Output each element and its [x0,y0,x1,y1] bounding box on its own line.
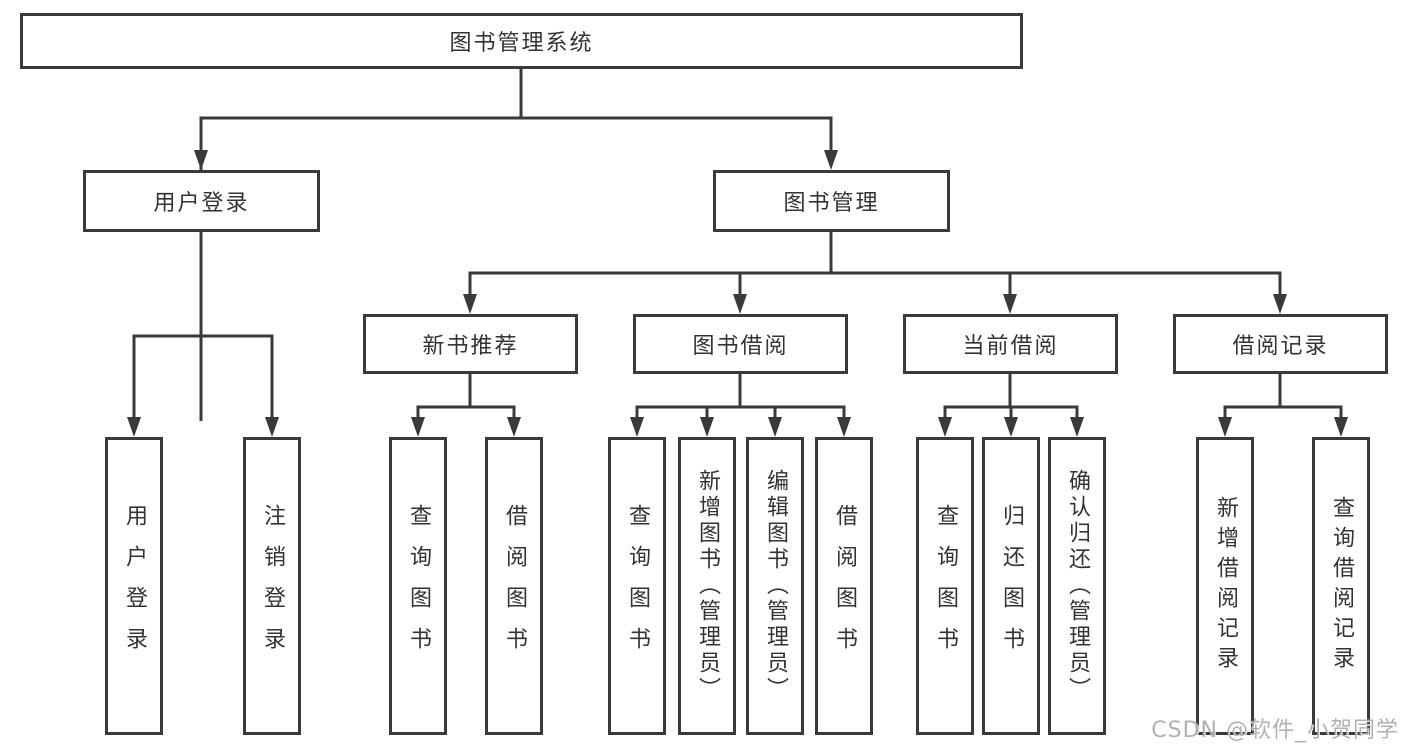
leaf-query-books-borrow: 查询图书 [608,437,666,735]
node-user-login: 用户登录 [83,170,320,232]
node-book-borrow: 图书借阅 [633,314,848,374]
leaf-label: 确认归还（管理员） [1065,469,1090,703]
leaf-query-books-recommend: 查询图书 [389,437,447,735]
leaf-query-books-current: 查询图书 [916,437,974,735]
node-new-book-recommend: 新书推荐 [363,314,578,374]
leaf-label: 归还图书 [999,504,1024,668]
leaf-borrow-books-recommend: 借阅图书 [485,437,543,735]
csdn-watermark: CSDN @软件_小贺同学 [1151,718,1399,743]
leaf-user-login: 用户登录 [105,437,163,735]
leaf-label: 查询图书 [933,504,958,668]
leaf-label: 查询图书 [406,504,431,668]
leaf-label: 新增借阅记录 [1213,496,1238,676]
node-library-management-system: 图书管理系统 [20,13,1023,69]
leaf-label: 查询借阅记录 [1329,496,1354,676]
node-current-borrow: 当前借阅 [903,314,1118,374]
leaf-label: 借阅图书 [502,504,527,668]
leaf-borrow-books: 借阅图书 [815,437,873,735]
leaf-logout: 注销登录 [243,437,301,735]
leaf-add-books-admin: 新增图书（管理员） [678,437,736,735]
leaf-label: 用户登录 [122,504,147,668]
leaf-label: 查询图书 [625,504,650,668]
node-label: 新书推荐 [422,334,519,359]
node-label: 图书借阅 [692,334,789,359]
node-label: 图书管理系统 [449,31,594,56]
leaf-return-books: 归还图书 [982,437,1040,735]
node-book-management: 图书管理 [713,170,950,232]
leaf-label: 借阅图书 [832,504,857,668]
leaf-add-borrow-record: 新增借阅记录 [1196,437,1254,735]
leaf-label: 编辑图书（管理员） [763,469,788,703]
leaf-label: 新增图书（管理员） [695,469,720,703]
node-borrow-records: 借阅记录 [1173,314,1388,374]
node-label: 当前借阅 [962,334,1059,359]
leaf-confirm-return-admin: 确认归还（管理员） [1048,437,1106,735]
leaf-edit-books-admin: 编辑图书（管理员） [746,437,804,735]
node-label: 用户登录 [153,191,250,216]
node-label: 图书管理 [783,191,880,216]
leaf-query-borrow-record: 查询借阅记录 [1312,437,1370,735]
node-label: 借阅记录 [1232,334,1329,359]
leaf-label: 注销登录 [260,504,285,668]
